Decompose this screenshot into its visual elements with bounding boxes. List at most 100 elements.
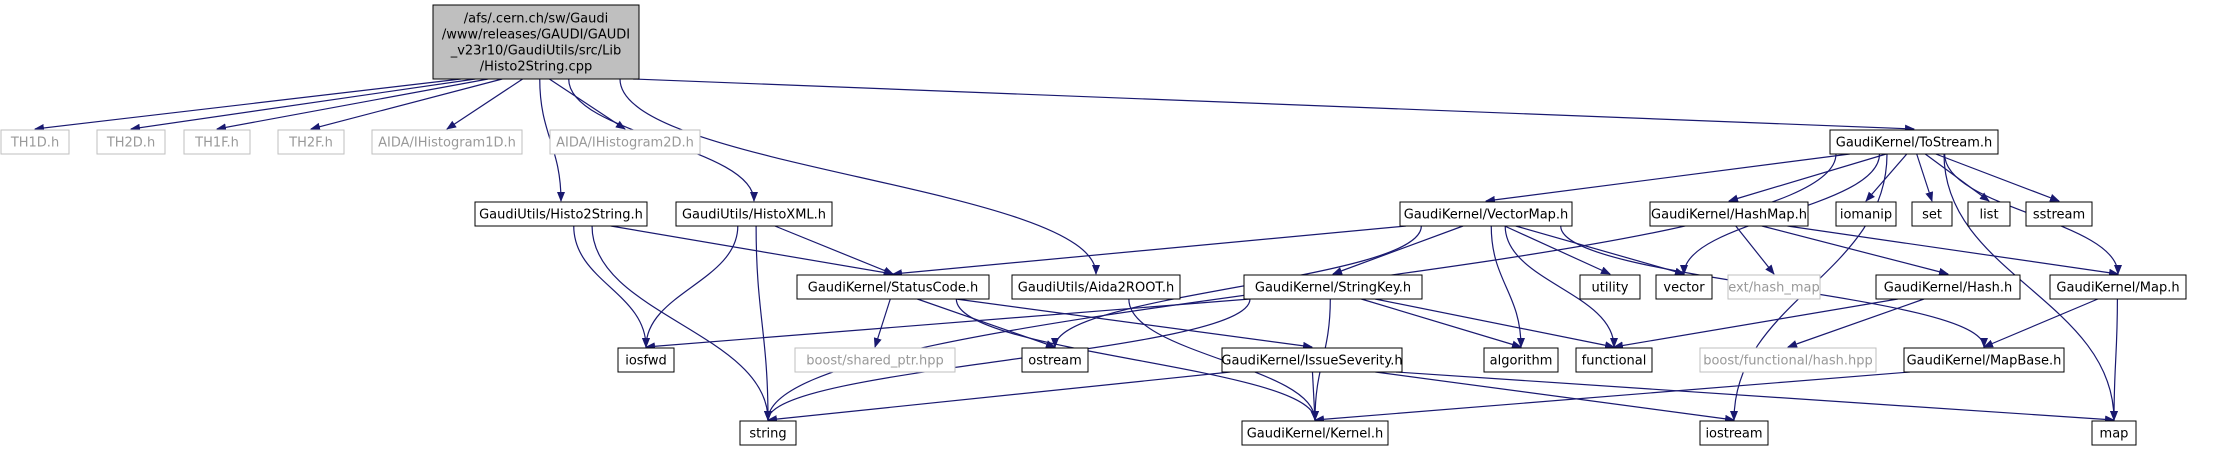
node-label: GaudiUtils/Aida2ROOT.h	[1018, 281, 1174, 296]
edge-tostream-to-vectormap	[1485, 153, 1850, 204]
edge-histoxml-to-statuscode	[774, 225, 894, 275]
node-box	[1911, 201, 1953, 227]
node-box	[1483, 347, 1559, 373]
node-box	[1579, 274, 1641, 300]
root-file-node[interactable]: /afs/.cern.ch/sw/Gaudi/www/releases/GAUD…	[432, 4, 640, 80]
node-th2d[interactable]: TH2D.h	[96, 129, 166, 155]
node-aida1d[interactable]: AIDA/IHistogram1D.h	[371, 129, 523, 155]
edge-vectormap-to-ostream	[1051, 225, 1422, 348]
edge-root-to-aida2root	[619, 78, 1100, 275]
node-box	[675, 201, 833, 227]
node-statuscode[interactable]: GaudiKernel/StatusCode.h	[796, 274, 990, 300]
edge-hashmap-to-mapH	[1787, 225, 2119, 277]
node-string[interactable]: string	[739, 420, 797, 446]
node-th2f[interactable]: TH2F.h	[277, 129, 345, 155]
node-label: AIDA/IHistogram2D.h	[556, 136, 694, 151]
node-label: GaudiKernel/StringKey.h	[1255, 281, 1411, 296]
edge-root-to-tostream	[632, 78, 1915, 133]
node-label: TH2F.h	[288, 136, 333, 151]
node-aida2d[interactable]: AIDA/IHistogram2D.h	[549, 129, 701, 155]
edge-statuscode-to-kernel	[955, 298, 1319, 421]
node-list[interactable]: list	[1967, 201, 2011, 227]
node-label: GaudiKernel/ToStream.h	[1836, 136, 1992, 151]
node-functional[interactable]: functional	[1575, 347, 1653, 373]
edge-root-to-th2f	[310, 78, 503, 131]
edge-tostream-to-sstream	[1935, 153, 2060, 202]
node-label: GaudiUtils/HistoXML.h	[682, 208, 826, 223]
node-box	[794, 347, 956, 373]
edge-stringkey-to-algorithm	[1361, 298, 1522, 349]
edge-root-to-aida1d	[446, 78, 523, 130]
node-aida2root[interactable]: GaudiUtils/Aida2ROOT.h	[1011, 274, 1181, 300]
edge-histoxml-to-string	[755, 225, 772, 421]
node-mapH[interactable]: GaudiKernel/Map.h	[2049, 274, 2187, 300]
node-label: utility	[1592, 281, 1629, 296]
edge-statuscode-to-issueseverity	[955, 298, 1313, 350]
node-issueseverity[interactable]: GaudiKernel/IssueSeverity.h	[1221, 347, 1403, 373]
node-box	[1829, 129, 1999, 155]
node-tostream[interactable]: GaudiKernel/ToStream.h	[1829, 129, 1999, 155]
node-stringkey[interactable]: GaudiKernel/StringKey.h	[1243, 274, 1423, 300]
node-boosthash[interactable]: boost/functional/hash.hpp	[1699, 347, 1877, 373]
node-th1f[interactable]: TH1F.h	[183, 129, 251, 155]
node-hashmap[interactable]: GaudiKernel/HashMap.h	[1649, 201, 1809, 227]
edge-histo2string-to-statuscode	[610, 225, 894, 277]
node-sharedptr[interactable]: boost/shared_ptr.hpp	[794, 347, 956, 373]
edge-vectormap-to-algorithm	[1490, 225, 1525, 348]
node-box	[1655, 274, 1713, 300]
node-vector[interactable]: vector	[1655, 274, 1713, 300]
node-label: /afs/.cern.ch/sw/Gaudi	[464, 12, 609, 27]
node-label: GaudiKernel/VectorMap.h	[1404, 208, 1569, 223]
node-label: map	[2100, 427, 2129, 442]
node-algorithm[interactable]: algorithm	[1483, 347, 1559, 373]
node-box	[1575, 347, 1653, 373]
edge-tostream-to-iomanip	[1865, 153, 1908, 202]
node-box	[1875, 274, 2021, 300]
node-set[interactable]: set	[1911, 201, 1953, 227]
edge-vectormap-to-stringkey	[1332, 225, 1464, 275]
edge-vectormap-to-vector	[1515, 225, 1685, 276]
node-box	[1835, 201, 1897, 227]
edge-hashmap-to-hash	[1761, 225, 1949, 276]
edge-mapbase-to-kernel	[1314, 371, 1911, 424]
node-iostream[interactable]: iostream	[1699, 420, 1769, 446]
node-ostream[interactable]: ostream	[1021, 347, 1089, 373]
node-box	[739, 420, 797, 446]
edge-issueseverity-to-kernel	[1310, 371, 1319, 421]
node-sstream[interactable]: sstream	[2025, 201, 2093, 227]
node-map[interactable]: map	[2091, 420, 2137, 446]
edge-vectormap-to-statuscode	[892, 225, 1407, 278]
node-label: algorithm	[1490, 354, 1553, 369]
node-hash[interactable]: GaudiKernel/Hash.h	[1875, 274, 2021, 300]
edge-hash-to-boosthash	[1787, 298, 1925, 348]
edge-mapH-to-map	[2110, 298, 2119, 421]
node-utility[interactable]: utility	[1579, 274, 1641, 300]
edge-root-to-th1f	[216, 78, 489, 132]
node-label: iostream	[1705, 427, 1762, 442]
node-label: GaudiKernel/IssueSeverity.h	[1221, 354, 1402, 369]
node-kernel[interactable]: GaudiKernel/Kernel.h	[1241, 420, 1389, 446]
edge-root-to-th2d	[130, 78, 476, 132]
node-label: GaudiKernel/Map.h	[2056, 281, 2179, 296]
node-label: iomanip	[1840, 208, 1892, 223]
node-box	[1241, 420, 1389, 446]
node-label: AIDA/IHistogram1D.h	[378, 136, 516, 151]
node-box	[1399, 201, 1573, 227]
edge-tostream-to-map	[1943, 153, 2118, 421]
node-iosfwd[interactable]: iosfwd	[617, 347, 675, 373]
node-label: iosfwd	[625, 354, 667, 369]
node-label: /www/releases/GAUDI/GAUDI	[442, 28, 630, 43]
node-mapbase[interactable]: GaudiKernel/MapBase.h	[1903, 347, 2065, 373]
node-box	[371, 129, 523, 155]
node-histoxml[interactable]: GaudiUtils/HistoXML.h	[675, 201, 833, 227]
node-vectormap[interactable]: GaudiKernel/VectorMap.h	[1399, 201, 1573, 227]
node-histo2string[interactable]: GaudiUtils/Histo2String.h	[474, 201, 648, 227]
node-exthashmap[interactable]: ext/hash_map	[1727, 274, 1821, 300]
node-th1d[interactable]: TH1D.h	[0, 129, 70, 155]
edge-issueseverity-to-map	[1395, 371, 2115, 424]
node-iomanip[interactable]: iomanip	[1835, 201, 1897, 227]
node-box	[1699, 420, 1769, 446]
node-label: functional	[1582, 354, 1647, 369]
node-box	[1221, 347, 1403, 373]
